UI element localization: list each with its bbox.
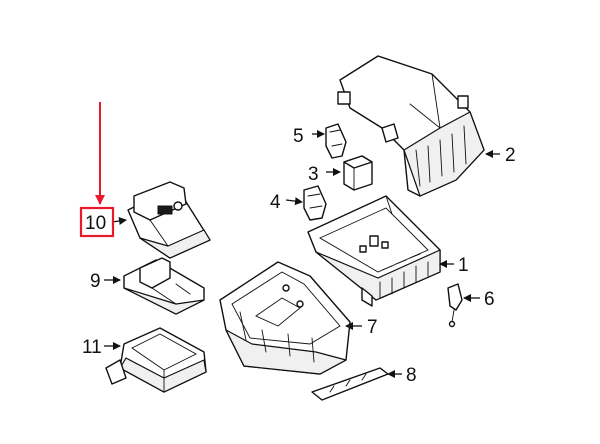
part-4-fuse	[303, 185, 327, 221]
callout-3: 3	[308, 164, 319, 185]
part-1-fuse-box	[307, 195, 441, 307]
leader-4	[285, 197, 303, 206]
callout-1: 1	[458, 255, 469, 276]
callout-6: 6	[484, 289, 495, 310]
part-2-cover	[337, 55, 485, 197]
callout-11: 11	[82, 337, 102, 358]
callout-4: 4	[270, 192, 281, 213]
part-6-connector	[447, 283, 463, 328]
leader-10	[111, 217, 127, 225]
callout-5: 5	[293, 126, 304, 147]
part-3-relay	[343, 155, 373, 191]
part-9-bracket	[123, 257, 205, 315]
callout-numbers: 5 3 4 2 1 6 7 8 9 10 11	[82, 126, 516, 386]
callout-10: 10	[85, 213, 106, 234]
leader-lines	[104, 130, 500, 378]
part-10-cover	[127, 181, 211, 259]
callout-8: 8	[406, 365, 417, 386]
part-5-fuse	[325, 123, 347, 159]
callout-7: 7	[367, 317, 378, 338]
part-11-tray	[105, 327, 207, 393]
highlight-box	[79, 206, 115, 238]
part-7-housing	[219, 261, 351, 375]
callout-2: 2	[505, 145, 516, 166]
callout-9: 9	[90, 271, 101, 292]
